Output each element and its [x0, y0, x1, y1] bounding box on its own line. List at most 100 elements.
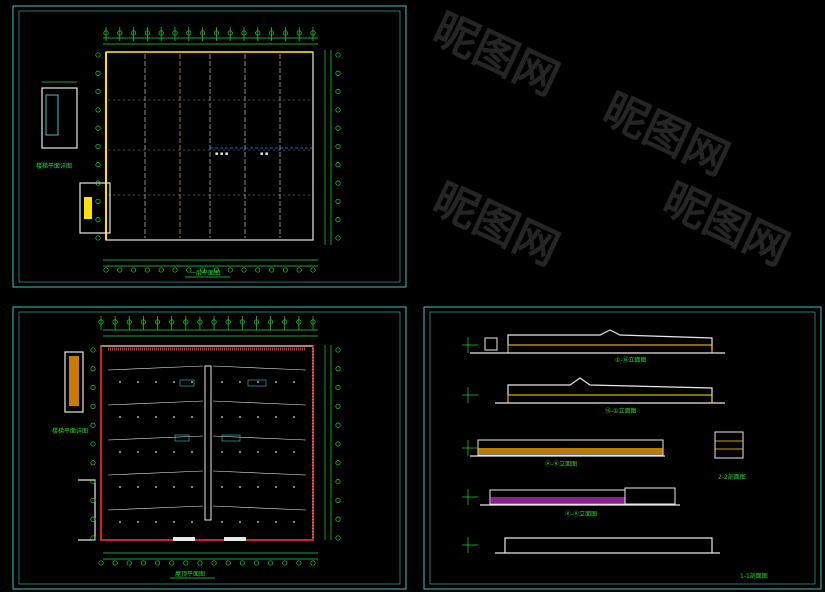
roof-drain-point [173, 451, 175, 453]
drawing-frame-inner [429, 311, 816, 585]
axis-bubble [98, 560, 104, 566]
roof-drain-point [221, 381, 223, 383]
axis-bubble [90, 497, 96, 503]
roof-drain-point [119, 381, 121, 383]
axis-bubble [117, 267, 123, 273]
axis-bubble [90, 479, 96, 485]
axis-bubble [335, 107, 341, 113]
section-title: 2-2剖面图 [718, 473, 746, 481]
axis-bubble-group [95, 27, 341, 273]
roof-slope-line [212, 365, 307, 371]
roof-drain-point [119, 451, 121, 453]
stair-detail-fill [69, 356, 79, 406]
watermark-text: 昵图网 [425, 4, 566, 106]
roof-slope-line [107, 365, 204, 371]
axis-bubble-group [90, 316, 341, 566]
roof-drain-point [191, 381, 193, 383]
stair-detail-title: 楼梯平面详图 [52, 427, 88, 435]
axis-bubble [90, 441, 96, 447]
roof-drain-point [137, 416, 139, 418]
axis-bubble [169, 560, 175, 566]
roof-slope-line [107, 400, 204, 406]
axis-bubble [90, 403, 96, 409]
panel-elevations: ①-⑯立面图 ⑯-①立面图 Ⓐ-Ⓚ立面图 Ⓚ-Ⓐ立面图 [423, 306, 822, 590]
axis-bubble [335, 125, 341, 131]
roof-drain-point [293, 381, 295, 383]
axis-bubble [282, 267, 288, 273]
elevation-windows [507, 344, 713, 354]
axis-bubble [253, 560, 260, 566]
axis-bubble [335, 162, 341, 168]
elevation-annex [624, 487, 676, 505]
axis-bubble [95, 162, 101, 168]
elevation-title: Ⓐ-Ⓚ立面图 [545, 460, 577, 468]
drawing-frame-outer [12, 306, 407, 590]
roof-slope-line [107, 505, 204, 511]
axis-bubble [144, 267, 150, 273]
roof-drain-point [275, 416, 277, 418]
roof-drain-point [173, 416, 175, 418]
partition-group [108, 54, 311, 238]
elevation-roofline [507, 377, 713, 402]
roof-drain-point [239, 521, 241, 523]
elevation-roofline [507, 329, 713, 350]
section-outline [504, 537, 713, 553]
axis-bubble [211, 560, 217, 566]
axis-bubble [126, 560, 132, 566]
axis-bubble [335, 198, 341, 204]
axis-bubble [239, 560, 245, 566]
elevation-body [477, 439, 664, 456]
roof-slope-line [107, 435, 204, 441]
roof-drain-point [293, 521, 295, 523]
entry-detail-outline [79, 182, 111, 234]
axis-bubble [335, 385, 341, 391]
roof-drain-point [155, 521, 157, 523]
side-elevation [484, 337, 498, 351]
axis-bubble [335, 460, 341, 466]
axis-bubble [269, 267, 275, 273]
elevation-windows [490, 497, 625, 503]
callout-box [179, 379, 195, 387]
roof-slope-line [212, 400, 307, 406]
panel-title: 屋顶平面图 [175, 571, 205, 578]
axis-bubble [95, 180, 101, 186]
roof-slope-line [212, 505, 307, 511]
roof-drain-point [239, 381, 241, 383]
elevation-4: Ⓚ-Ⓐ立面图 [480, 487, 680, 518]
axis-bubble [335, 347, 341, 353]
elevation-tick-group [462, 337, 478, 553]
callout-box [221, 434, 241, 442]
roof-slope-line [212, 435, 307, 441]
roof-drain-point [119, 486, 121, 488]
roof-drain-point [257, 416, 259, 418]
roof-drain-point [293, 416, 295, 418]
axis-bubble [197, 560, 203, 566]
axis-bubble [335, 143, 341, 150]
axis-bubble [186, 267, 192, 273]
axis-bubble [95, 217, 101, 223]
axis-bubble [335, 497, 341, 503]
axis-bubble [296, 267, 302, 273]
axis-bubble [310, 267, 316, 273]
elevation-title: ⑯-①立面图 [605, 407, 637, 415]
axis-bubble [310, 560, 316, 566]
drawing-frame-outer [12, 5, 407, 288]
axis-bubble [95, 70, 101, 76]
roof-drain-point [275, 451, 277, 453]
axis-bubble [335, 403, 341, 409]
roof-drain-point [119, 521, 121, 523]
section-1-1: 1-1剖面图 [495, 537, 768, 580]
roof-drain-point [257, 381, 259, 383]
axis-bubble [335, 516, 341, 522]
roof-drain-point [293, 451, 295, 453]
roof-drain-point [221, 521, 223, 523]
roof-drain-point [239, 451, 241, 453]
axis-bubble [183, 560, 189, 566]
roof-drain [224, 537, 246, 541]
axis-bubble [335, 89, 341, 95]
axis-bubble [227, 267, 233, 273]
roof-drain-point [239, 416, 241, 418]
axis-bubble [268, 560, 274, 566]
roof-outline [100, 345, 314, 541]
